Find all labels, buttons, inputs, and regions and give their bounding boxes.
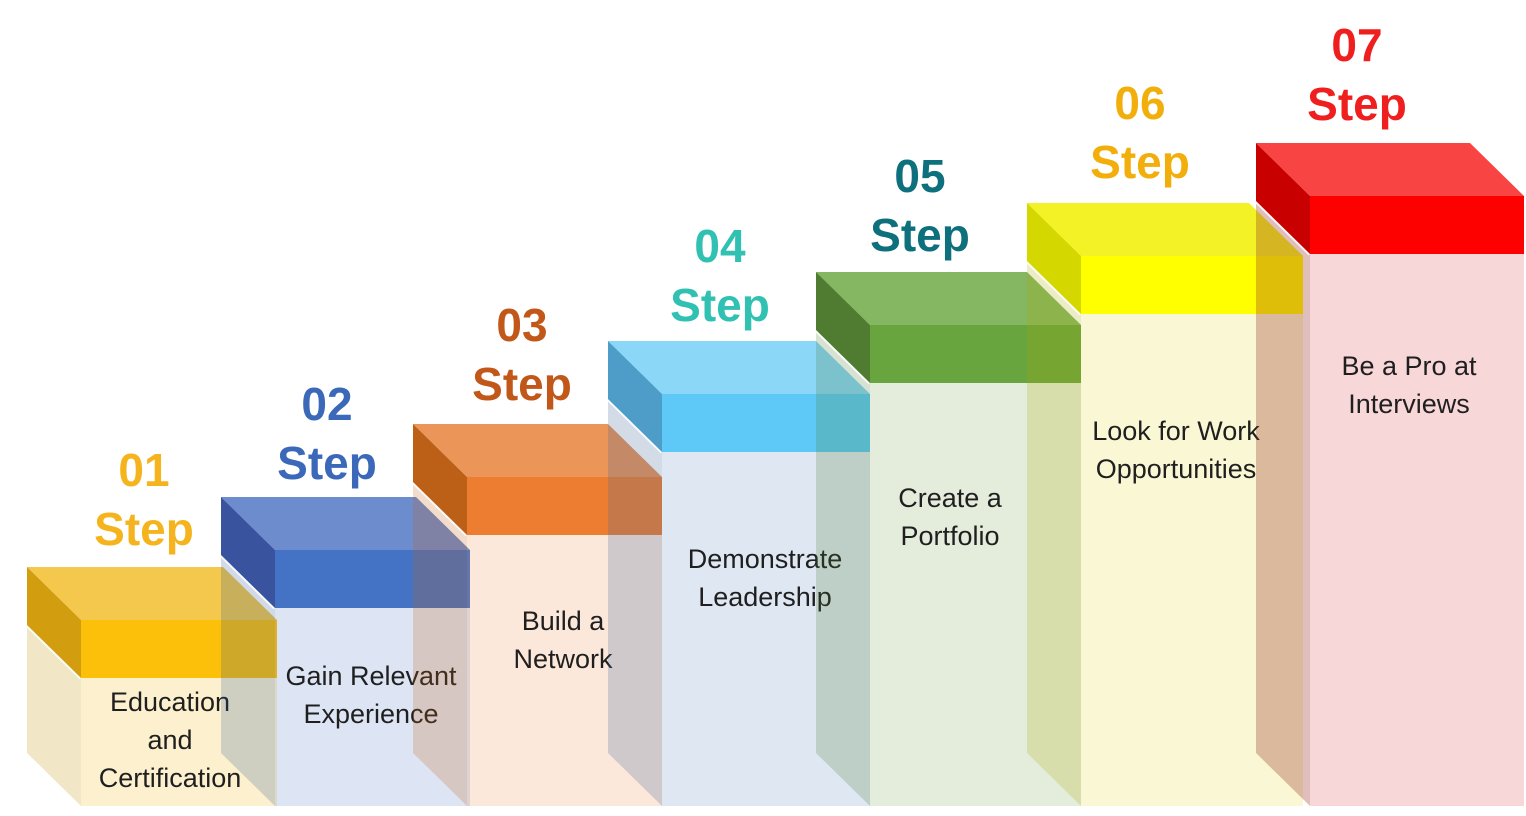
step-04-column-front-face	[662, 452, 870, 806]
step-04-cap-top-face	[608, 341, 870, 394]
step-04-description-line: Leadership	[698, 582, 832, 612]
step-05-cap-top-face	[816, 272, 1081, 325]
step-04-word-label: Step	[670, 279, 770, 331]
step-02-cap-front-face	[275, 550, 470, 608]
step-01-description-line: and	[147, 725, 192, 755]
step-06-column-left-face	[1027, 261, 1081, 806]
step-02-column-front-face	[275, 608, 470, 806]
step-03-cap-left-face	[413, 424, 467, 535]
step-04-description-line: Demonstrate	[688, 544, 843, 574]
step-05-number-label: 05	[894, 150, 945, 202]
step-02-cap-top-face	[221, 497, 470, 550]
step-03-description-line: Build a	[522, 606, 606, 636]
step-06-cap-top-face	[1027, 203, 1303, 256]
step-03-number-label: 03	[496, 299, 547, 351]
step-06-description-line: Opportunities	[1096, 454, 1257, 484]
step-01-column-front-face	[81, 678, 277, 806]
step-01-cap-front-face	[81, 620, 277, 678]
step-01-number-label: 01	[118, 444, 169, 496]
step-07-description-line: Interviews	[1348, 389, 1470, 419]
step-05-cap-front-face	[870, 325, 1081, 383]
step-03-description-line: Network	[513, 644, 613, 674]
step-07-cap-front-face	[1310, 196, 1524, 254]
step-07-cap-left-face	[1256, 143, 1310, 254]
step-05-cap-left-face	[816, 272, 870, 383]
step-07-number-label: 07	[1331, 19, 1382, 71]
step-05-description-line: Create a	[898, 483, 1003, 513]
step-07-description-line: Be a Pro at	[1341, 351, 1477, 381]
step-05-column-left-face	[816, 330, 870, 806]
step-04-column-left-face	[608, 399, 662, 806]
step-02-description-line: Gain Relevant	[285, 661, 457, 691]
step-03-cap-top-face	[413, 424, 662, 477]
step-05-word-label: Step	[870, 209, 970, 261]
step-02-number-label: 02	[301, 378, 352, 430]
step-02-word-label: Step	[277, 437, 377, 489]
step-06-description-line: Look for Work	[1092, 416, 1260, 446]
step-05-description-line: Portfolio	[900, 521, 999, 551]
step-03-column-left-face	[413, 482, 467, 806]
step-01-description-line: Education	[110, 687, 230, 717]
step-07-word-label: Step	[1307, 78, 1407, 130]
step-06-cap-left-face	[1027, 203, 1081, 314]
step-04-cap-front-face	[662, 394, 870, 452]
step-05-column-front-face	[870, 383, 1081, 806]
step-07-column-left-face	[1256, 201, 1310, 806]
step-04-number-label: 04	[694, 220, 746, 272]
step-01-word-label: Step	[94, 503, 194, 555]
step-04-cap-left-face	[608, 341, 662, 452]
step-07-column-front-face	[1310, 254, 1524, 806]
step-06-column-front-face	[1081, 314, 1303, 806]
step-01-cap-top-face	[27, 567, 277, 620]
step-02-column-left-face	[221, 555, 275, 806]
step-01-description-line: Certification	[99, 763, 242, 793]
step-02-cap-left-face	[221, 497, 275, 608]
step-02-description-line: Experience	[303, 699, 438, 729]
step-07-cap-top-face	[1256, 143, 1524, 196]
step-03-cap-front-face	[467, 477, 662, 535]
step-06-word-label: Step	[1090, 136, 1190, 188]
step-03-column-front-face	[467, 535, 662, 806]
step-01-cap-left-face	[27, 567, 81, 678]
step-06-cap-front-face	[1081, 256, 1303, 314]
step-03-word-label: Step	[472, 358, 572, 410]
step-06-number-label: 06	[1114, 77, 1165, 129]
step-01-column-left-face	[27, 625, 81, 806]
